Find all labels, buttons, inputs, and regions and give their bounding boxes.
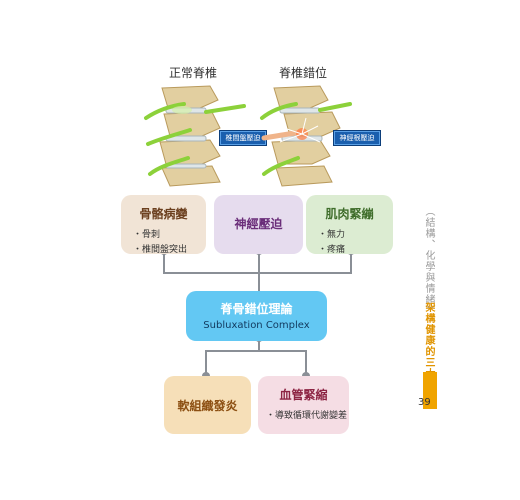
side-title: 架構健康的三大途徑	[423, 302, 434, 401]
connector-bottom-right	[305, 350, 307, 379]
nerve-2	[146, 128, 192, 146]
vertebra-4	[275, 165, 333, 187]
nerve-3	[318, 102, 352, 112]
nerve-2	[262, 156, 300, 176]
box-nerve-compression: 神經壓迫	[214, 195, 303, 254]
connector-bottom-horizontal	[205, 350, 307, 352]
misaligned-spine-title: 脊椎錯位	[278, 66, 327, 80]
box-title: 肌肉緊繃	[325, 207, 374, 221]
box-muscle-tension: 肌肉緊繃 無力 疼痛	[306, 195, 393, 255]
nerve-4	[204, 104, 246, 114]
box-soft-tissue-inflammation: 軟組織發炎	[164, 376, 251, 434]
nerve-3	[148, 156, 190, 176]
bullet-item: 疼痛	[318, 243, 393, 258]
normal-spine-illustration	[144, 85, 246, 187]
bullet-item: 無力	[318, 228, 393, 243]
vertebra-3	[159, 139, 221, 165]
page-number: 39	[418, 397, 431, 408]
connector-left-vertical	[163, 254, 165, 273]
box-bone-disease: 骨骼病變 骨刺 椎間盤突出	[121, 195, 206, 255]
center-box-subtitle: Subluxation Complex	[203, 320, 310, 331]
nerve-1	[144, 102, 186, 120]
box-title: 血管緊縮	[279, 388, 328, 402]
vertebra-1	[161, 85, 219, 109]
nerve-1	[260, 102, 298, 120]
vertebra-1	[273, 85, 329, 109]
box-title: 軟組織發炎	[177, 399, 238, 413]
bullet-item: 骨刺	[133, 228, 206, 243]
connector-bottom-left	[205, 350, 207, 379]
bullet-item: 椎間盤突出	[133, 243, 206, 258]
center-box-title: 脊骨錯位理論	[220, 302, 293, 316]
bullet-item: 導致循環代謝變差	[266, 409, 349, 424]
connector-bottom-stem	[258, 341, 260, 351]
side-accent-bar	[423, 372, 437, 409]
box-title: 骨骼病變	[139, 207, 188, 221]
box-subluxation-theory: 脊骨錯位理論 Subluxation Complex	[186, 291, 327, 341]
connector-right-vertical	[350, 254, 352, 273]
normal-spine-title: 正常脊椎	[168, 66, 217, 80]
connector-top-horizontal	[163, 272, 352, 274]
misaligned-spine-tag: 神經根壓迫	[333, 130, 381, 146]
misaligned-spine-illustration	[260, 85, 352, 187]
box-vasoconstriction: 血管緊縮 導致循環代謝變差	[258, 376, 349, 434]
vertebra-2	[163, 111, 221, 137]
side-subtitle: ︵結構、化學與情緒︶	[423, 206, 434, 316]
vertebra-4	[161, 165, 221, 187]
box-title: 神經壓迫	[234, 217, 283, 231]
disc-1	[279, 107, 321, 114]
vertebra-3	[271, 139, 331, 165]
